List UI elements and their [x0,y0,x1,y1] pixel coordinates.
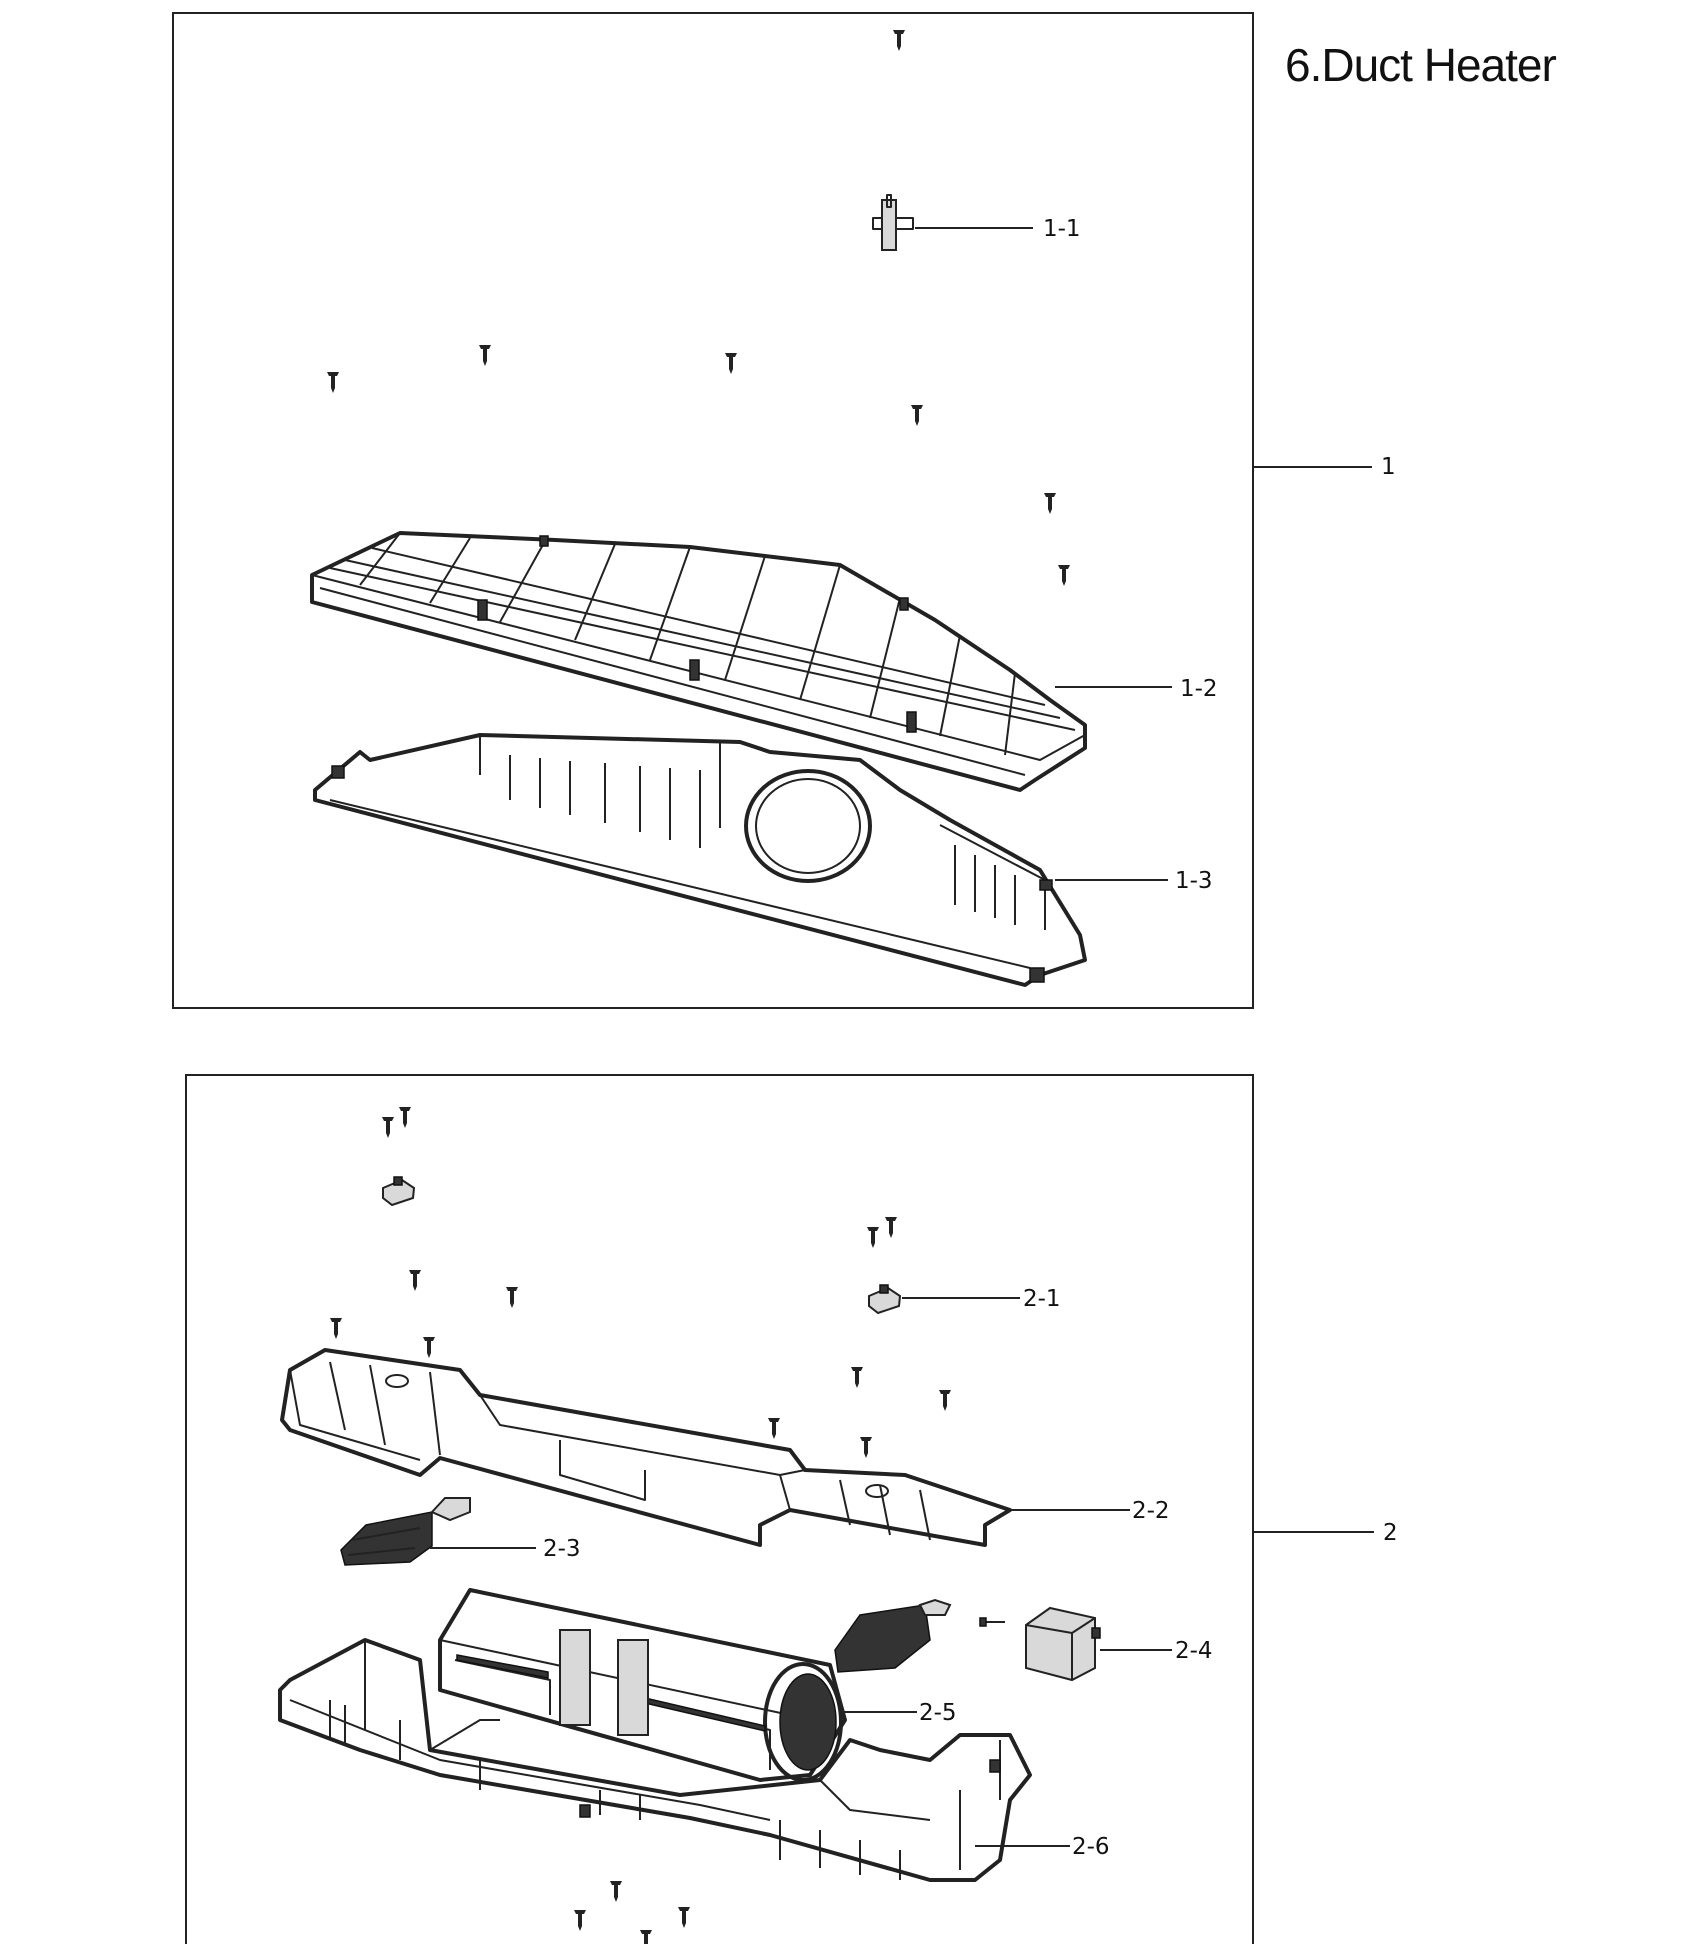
part-2-1-holder [868,1284,902,1315]
group-2-label: 2 [1383,1520,1398,1546]
callout-2-3: 2-3 [543,1536,581,1562]
callout-2-5: 2-5 [919,1700,957,1726]
part-2-5-blower [438,1588,847,1782]
group-2-frame [185,1074,1254,1944]
part-1-1-bracket [872,194,914,251]
group-1-label: 1 [1381,454,1396,480]
screws-group-1 [327,30,1070,586]
part-2-4-box [979,1606,1101,1682]
callout-2-1: 2-1 [1023,1286,1061,1312]
part-1-2-grille [310,531,1087,792]
part-2-3-heater [340,1497,471,1566]
callout-2-4: 2-4 [1175,1638,1213,1664]
callout-2-2: 2-2 [1132,1498,1170,1524]
part-2-1-holder-spare [382,1176,416,1207]
callout-2-6: 2-6 [1072,1834,1110,1860]
group-1-frame [172,12,1254,1009]
part-1-3-tray [313,733,1087,987]
callout-1-3: 1-3 [1175,868,1213,894]
callout-1-2: 1-2 [1180,676,1218,702]
part-2-6-base [278,1638,1032,1882]
heater-element-right [834,1598,952,1673]
part-2-2-cover [280,1348,1012,1547]
page-title: 6.Duct Heater [1285,39,1557,91]
callout-1-1: 1-1 [1043,216,1081,242]
